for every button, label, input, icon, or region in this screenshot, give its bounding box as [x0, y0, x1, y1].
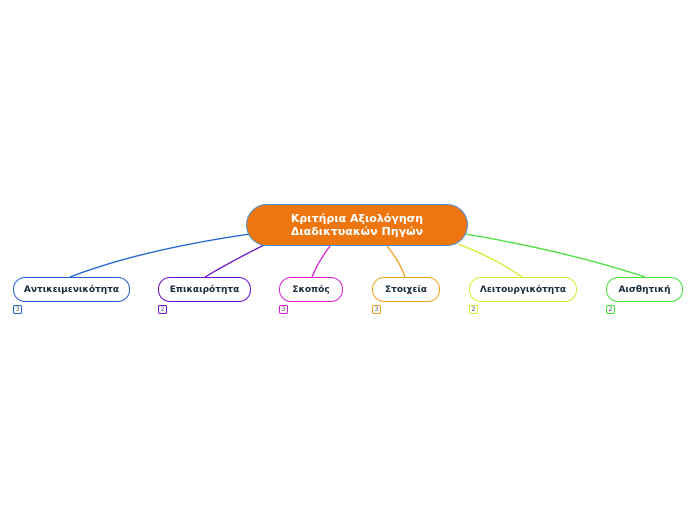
branch-topic-label: Αισθητική [618, 284, 671, 295]
branch-count-badge-2[interactable]: 3 [279, 305, 288, 314]
branch-topic-5[interactable]: Αισθητική [606, 277, 683, 302]
branch-topic-0[interactable]: Αντικειμενικότητα [13, 277, 130, 302]
branch-count-badge-3[interactable]: 3 [372, 305, 381, 314]
connector-4 [457, 243, 523, 278]
branch-count-badge-1[interactable]: 2 [158, 305, 167, 314]
branch-topic-label: Λειτουργικότητα [479, 284, 567, 295]
branch-topic-3[interactable]: Στοιχεία [372, 277, 440, 302]
branch-topic-4[interactable]: Λειτουργικότητα [469, 277, 577, 302]
central-topic-line-1: Κριτήρια Αξιολόγηση [290, 212, 424, 225]
branch-count-badge-5[interactable]: 2 [606, 305, 615, 314]
branch-topic-1[interactable]: Επικαιρότητα [158, 277, 251, 302]
branch-count-badge-0[interactable]: 3 [13, 305, 22, 314]
branch-topic-label: Αντικειμενικότητα [23, 284, 120, 295]
branch-topic-2[interactable]: Σκοπός [279, 277, 343, 302]
connector-1 [204, 243, 267, 278]
connector-3 [386, 245, 406, 278]
connector-5 [465, 233, 646, 278]
branch-topic-label: Επικαιρότητα [169, 284, 240, 295]
branch-topic-label: Στοιχεία [384, 284, 428, 295]
connector-0 [69, 233, 251, 278]
central-topic-line-2: Διαδικτυακών Πηγών [290, 225, 424, 238]
central-topic[interactable]: Κριτήρια Αξιολόγηση Διαδικτυακών Πηγών [246, 204, 468, 246]
branch-count-badge-4[interactable]: 2 [469, 305, 478, 314]
connector-2 [311, 245, 331, 278]
branch-topic-label: Σκοπός [292, 284, 330, 295]
